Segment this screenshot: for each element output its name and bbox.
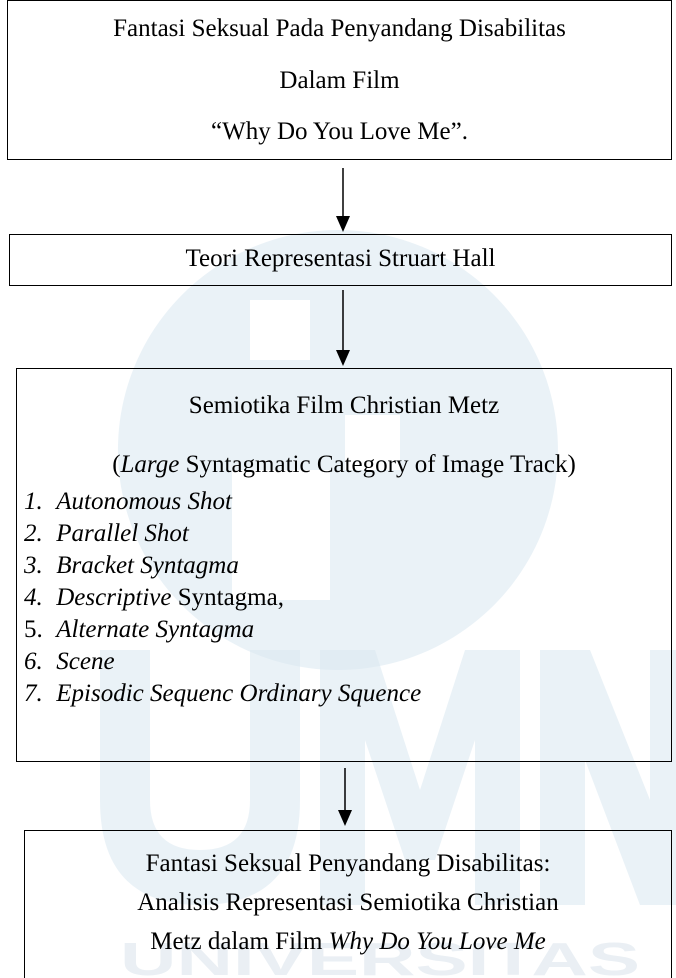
box-method-subtitle: (Large Syntagmatic Category of Image Tra…	[17, 452, 671, 477]
subtitle-open: (	[112, 451, 121, 478]
box-theory: Teori Representasi Struart Hall	[9, 234, 672, 286]
box-method: Semiotika Film Christian Metz (Large Syn…	[16, 368, 672, 762]
list-item: 4. Descriptive Syntagma,	[24, 584, 284, 611]
result-line-3-plain: Metz dalam Film	[150, 928, 329, 955]
list-item: 6. Scene	[24, 648, 115, 675]
box-topic-line-3: “Why Do You Love Me”.	[211, 118, 468, 145]
syntagma-list: 1. Autonomous Shot 2. Parallel Shot 3. B…	[24, 486, 421, 710]
list-item: 5. Alternate Syntagma	[24, 616, 255, 643]
box-result-line-3: Metz dalam Film Why Do You Love Me	[25, 929, 671, 954]
list-item: 1. Autonomous Shot	[24, 488, 232, 515]
subtitle-italic: Large	[120, 451, 180, 478]
box-theory-line: Teori Representasi Struart Hall	[185, 245, 496, 272]
box-topic: Fantasi Seksual Pada Penyandang Disabili…	[7, 0, 672, 160]
box-result-line-1: Fantasi Seksual Penyandang Disabilitas:	[145, 850, 551, 877]
list-item: 3. Bracket Syntagma	[24, 552, 239, 579]
box-result-line-2: Analisis Representasi Semiotika Christia…	[137, 889, 559, 916]
box-result: Fantasi Seksual Penyandang Disabilitas: …	[24, 830, 672, 978]
box-method-title: Semiotika Film Christian Metz	[188, 392, 500, 419]
list-item: 7. Episodic Sequenc Ordinary Squence	[24, 680, 422, 707]
subtitle-rest: Syntagmatic Category of Image Track)	[179, 451, 576, 478]
list-item: 2. Parallel Shot	[24, 520, 189, 547]
result-line-3-italic: Why Do You Love Me	[328, 928, 546, 955]
box-topic-line-1: Fantasi Seksual Pada Penyandang Disabili…	[113, 15, 566, 42]
box-topic-line-2: Dalam Film	[279, 67, 400, 94]
